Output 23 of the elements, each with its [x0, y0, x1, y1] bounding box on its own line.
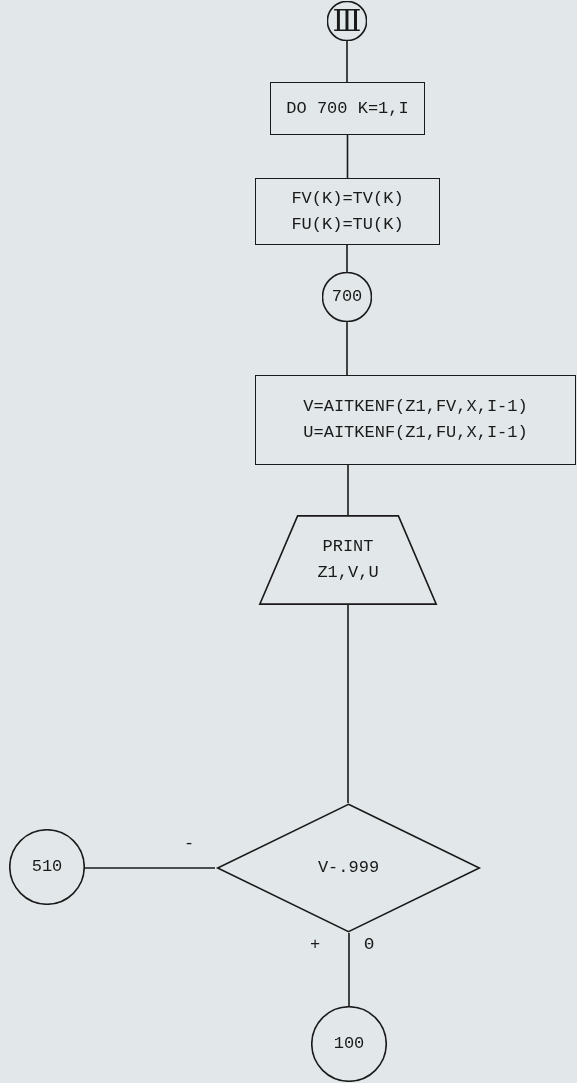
output-trapezoid: [258, 515, 438, 605]
node-text: 100: [333, 1033, 365, 1055]
decision-diamond: [215, 803, 482, 933]
process-box: [270, 82, 425, 135]
connector-line: [84, 867, 216, 869]
node-text: V=AITKENF(Z1,FV,X,I-1) U=AITKENF(Z1,FU,X,I-1): [302, 396, 529, 444]
connector-line: [346, 40, 348, 83]
branch-label: Θ: [364, 935, 375, 955]
connector-line: [348, 932, 350, 1007]
connector-line: [347, 604, 349, 804]
connector-line: [346, 321, 348, 376]
node-text: DO 700 K=1,I: [286, 97, 409, 120]
connector-line: [346, 244, 348, 273]
connector-line: [347, 464, 349, 516]
process-box: [255, 178, 440, 245]
node-text: 510: [31, 856, 63, 878]
node-text: PRINT Z1,V,U: [316, 536, 380, 584]
node-text: V-.999: [317, 857, 380, 879]
connector-line: [346, 134, 349, 179]
process-box: [255, 375, 576, 465]
node-text: Ⅲ: [332, 8, 362, 34]
node-text: 700: [331, 286, 363, 308]
node-text: FV(K)=TV(K) FU(K)=TU(K): [290, 187, 405, 236]
